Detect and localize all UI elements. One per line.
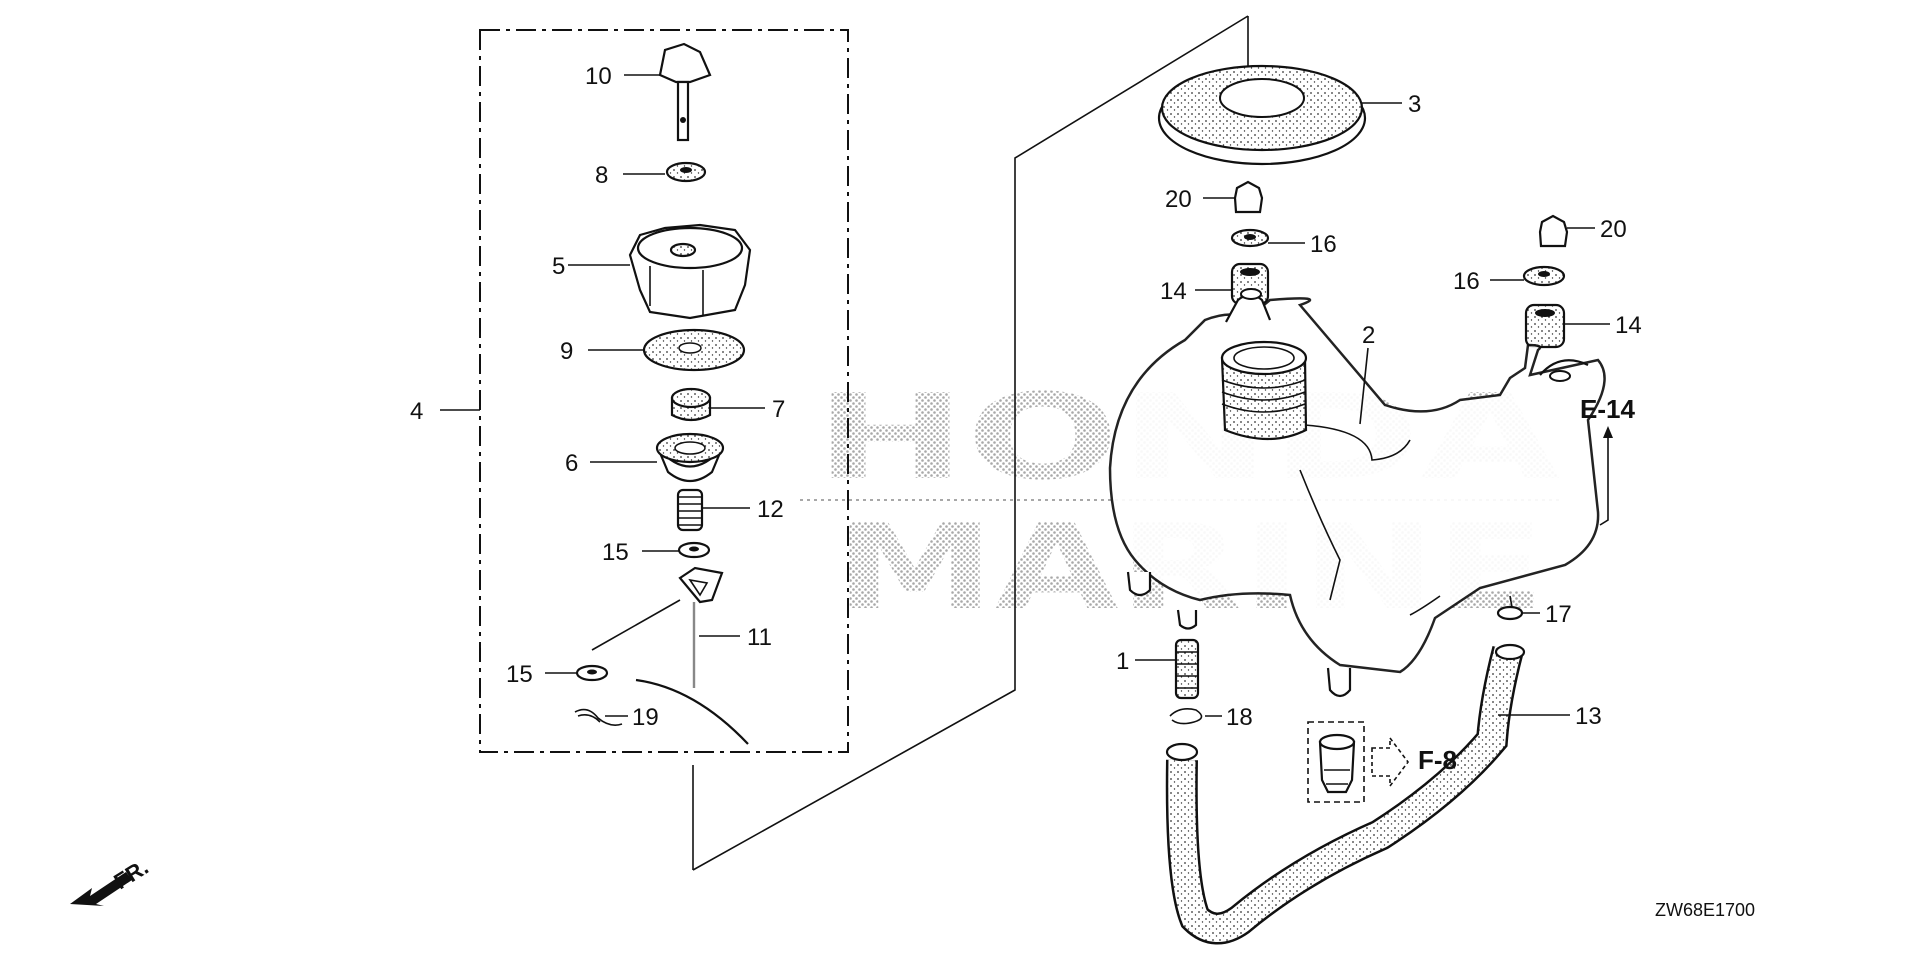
diagram-code: ZW68E1700 <box>1655 900 1755 920</box>
part-20-nut-right <box>1538 214 1595 248</box>
f8-reference: F-8 <box>1371 735 1457 789</box>
callout-15-lower: 15 <box>506 661 533 688</box>
part-5-fuel-cap <box>568 223 752 320</box>
part-6-seat <box>590 432 725 483</box>
part-1-filter <box>1135 638 1200 700</box>
callout-1: 1 <box>1116 648 1129 675</box>
reference-arrow-icon <box>1371 735 1409 789</box>
callout-3: 3 <box>1408 91 1421 118</box>
callout-9: 9 <box>560 338 573 365</box>
part-14-grommet-right <box>1524 303 1610 349</box>
front-arrow-icon <box>70 872 132 906</box>
callout-18: 18 <box>1226 704 1253 731</box>
reference-arrow-icon <box>1603 426 1613 438</box>
callout-7: 7 <box>772 396 785 423</box>
part-15-washer-upper <box>642 541 711 559</box>
callout-13: 13 <box>1575 703 1602 730</box>
ref-e14[interactable]: E-14 <box>1580 394 1635 424</box>
part-20-nut-left <box>1203 180 1264 214</box>
callout-8: 8 <box>595 162 608 189</box>
part-16-washer-right <box>1490 265 1566 287</box>
callout-14-left: 14 <box>1160 278 1187 305</box>
callout-20-right: 20 <box>1600 216 1627 243</box>
part-13-fuel-hose <box>1165 643 1570 945</box>
callout-12: 12 <box>757 496 784 523</box>
front-marker: FR. <box>70 854 153 906</box>
part-10-knob <box>624 42 712 142</box>
callout-labels: 10 8 5 9 4 7 6 12 15 11 15 19 3 20 16 14… <box>410 63 1642 731</box>
part-7-bushing <box>670 387 765 422</box>
callout-14-right: 14 <box>1615 312 1642 339</box>
callout-16-left: 16 <box>1310 231 1337 258</box>
part-9-gasket <box>588 328 746 372</box>
part-16-washer-left <box>1230 228 1305 248</box>
callout-20-left: 20 <box>1165 186 1192 213</box>
part-19-clip <box>574 708 628 726</box>
part-2-fuel-tank <box>1108 288 1606 698</box>
part-17-clip <box>1496 595 1540 621</box>
callout-16-right: 16 <box>1453 268 1480 295</box>
callout-5: 5 <box>552 253 565 280</box>
callout-2: 2 <box>1362 322 1375 349</box>
part-18-clip <box>1169 708 1222 725</box>
part-15-washer-lower <box>545 664 609 682</box>
part-3-tank-gasket <box>1157 64 1402 166</box>
e14-reference: E-14 <box>1580 394 1635 526</box>
part-11-fuel-gauge <box>591 566 749 745</box>
callout-6: 6 <box>565 450 578 477</box>
assembly-box <box>479 29 849 753</box>
part-8-washer <box>623 161 707 183</box>
callout-15-upper: 15 <box>602 539 629 566</box>
callout-19: 19 <box>632 704 659 731</box>
part-12-spring <box>676 488 750 532</box>
callout-17: 17 <box>1545 601 1572 628</box>
f8-fitting <box>1307 721 1365 803</box>
callout-4: 4 <box>410 398 423 425</box>
callout-11: 11 <box>747 624 772 651</box>
ref-f8[interactable]: F-8 <box>1418 745 1457 775</box>
callout-10: 10 <box>585 63 612 90</box>
